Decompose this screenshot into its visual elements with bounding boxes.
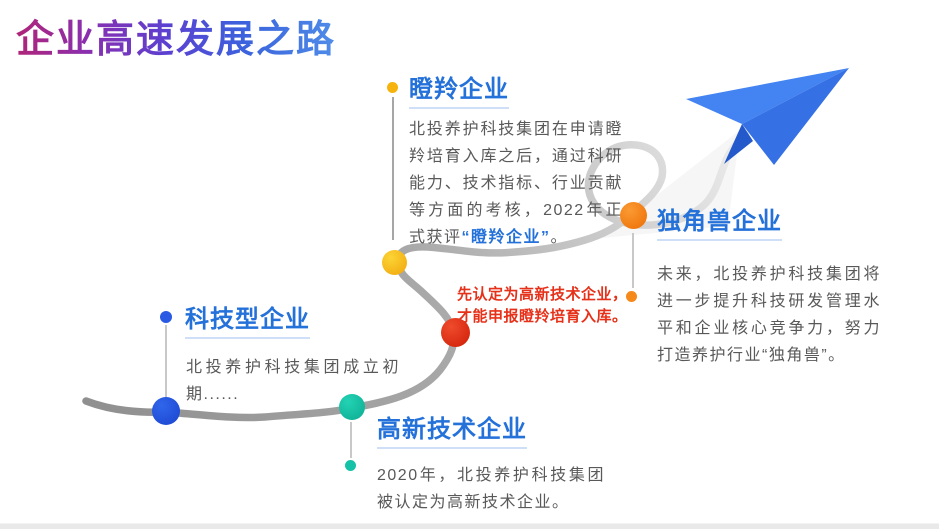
bottom-bar xyxy=(0,523,939,529)
hightech-bullet-dot xyxy=(345,460,356,471)
prerequisite-note-line-2: 才能申报瞪羚培育入库。 xyxy=(457,308,628,325)
unicorn-connector-line xyxy=(632,233,634,288)
gazelle-description-prefix: 北投养护科技集团在申请瞪羚培育入库之后，通过科研能力、技术指标、行业贡献等方面的… xyxy=(409,121,623,246)
plane-keel xyxy=(724,124,753,164)
prerequisite-note-line-1: 先认定为高新技术企业， xyxy=(457,286,628,303)
gazelle-description-highlight: “瞪羚企业” xyxy=(461,229,551,246)
hightech-description: 2020年，北投养护科技集团被认定为高新技术企业。 xyxy=(377,467,605,511)
gazelle-bullet-dot xyxy=(387,82,398,93)
paper-plane-icon xyxy=(686,68,849,165)
gazelle-title: 瞪羚企业 xyxy=(409,69,509,109)
gazelle-connector-line xyxy=(392,97,394,240)
plane-right-wing xyxy=(742,68,849,165)
plane-left-wing xyxy=(686,68,849,124)
unicorn-milestone-dot xyxy=(620,202,647,229)
hightech-milestone-dot xyxy=(339,394,365,420)
gazelle-description-suffix: 。 xyxy=(550,229,569,246)
hightech-title: 高新技术企业 xyxy=(377,409,527,449)
unicorn-title: 独角兽企业 xyxy=(657,201,782,241)
unicorn-bullet-dot xyxy=(626,291,637,302)
tech-milestone-dot xyxy=(152,397,180,425)
hightech-connector-line xyxy=(350,422,352,458)
tech-connector-line xyxy=(165,325,167,399)
unicorn-description: 未来，北投养护科技集团将进一步提升科技研发管理水平和企业核心竞争力，努力打造养护… xyxy=(657,266,881,364)
tech-description: 北投养护科技集团成立初期...... xyxy=(186,359,400,403)
page-title: 企业高速发展之路 xyxy=(16,8,336,63)
prerequisite-note: 先认定为高新技术企业， 才能申报瞪羚培育入库。 xyxy=(457,284,641,328)
gazelle-description: 北投养护科技集团在申请瞪羚培育入库之后，通过科研能力、技术指标、行业贡献等方面的… xyxy=(409,116,623,251)
tech-bullet-dot xyxy=(160,311,172,323)
tech-title: 科技型企业 xyxy=(185,299,310,339)
prerequisite-note-dot xyxy=(441,318,470,347)
gazelle-milestone-dot xyxy=(382,250,407,275)
